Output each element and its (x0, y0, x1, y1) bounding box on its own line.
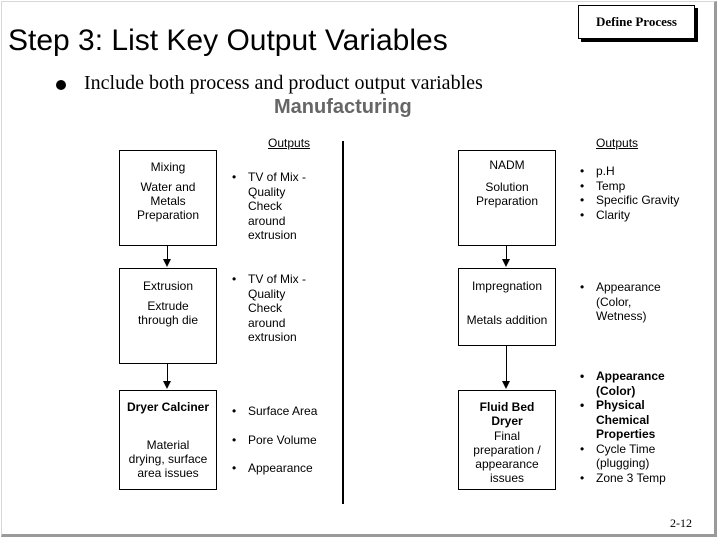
process-desc-line: Metals addition (466, 313, 548, 327)
process-desc-line: Metals (150, 194, 186, 208)
output-item: Cycle Time (plugging) (580, 442, 704, 471)
outputs-dryer-calciner: Surface Area Pore Volume Appearance (232, 404, 342, 476)
output-item: Appearance (Color, Wetness) (580, 280, 700, 324)
process-desc-line: appearance (475, 457, 539, 471)
output-item: Physical Chemical Properties (580, 398, 704, 442)
process-desc-line: preparation / (473, 443, 541, 457)
arrow-down-icon (163, 381, 171, 389)
output-item: Appearance (232, 461, 342, 476)
flow-arrow-line (167, 364, 168, 382)
output-item: Zone 3 Temp (580, 471, 704, 486)
define-process-badge: Define Process (578, 5, 695, 39)
process-name: NADM (489, 158, 525, 172)
output-item: Surface Area (232, 404, 342, 419)
process-desc-line: through die (137, 313, 199, 327)
slide-title: Step 3: List Key Output Variables (8, 24, 448, 57)
process-desc-line: Preparation (136, 208, 200, 222)
process-box-mixing: Mixing Water and Metals Preparation (119, 150, 217, 246)
flow-arrow-line (506, 246, 507, 260)
process-name: Extrusion (142, 279, 194, 293)
process-desc-line: Water and (140, 180, 196, 194)
flow-arrow-line (506, 346, 507, 382)
process-name: Mixing (150, 160, 186, 174)
outputs-nadm: p.H Temp Specific Gravity Clarity (580, 164, 700, 222)
process-desc-line: Material (146, 438, 190, 452)
process-desc-line: drying, surface (128, 452, 208, 466)
subtitle: Manufacturing (274, 96, 412, 118)
process-name-line: Dryer (491, 414, 523, 428)
process-box-extrusion: Extrusion Extrude through die (119, 268, 217, 364)
output-item: p.H (580, 164, 700, 179)
process-desc-line: area issues (137, 466, 199, 480)
arrow-down-icon (502, 381, 510, 389)
arrow-down-icon (163, 259, 171, 267)
outputs-header-left: Outputs (268, 136, 311, 150)
flow-arrow-line (167, 246, 168, 260)
output-item: Temp (580, 179, 700, 194)
process-name-line: Fluid Bed (479, 400, 535, 414)
process-desc-line: issues (489, 471, 524, 485)
page-number: 2-12 (670, 516, 692, 530)
output-item: TV of Mix - Quality Check around extrusi… (232, 170, 332, 243)
output-item: Pore Volume (232, 433, 342, 448)
outputs-header-right: Outputs (596, 136, 639, 150)
arrow-down-icon (502, 259, 510, 267)
process-name: Impregnation (471, 279, 543, 293)
process-box-fluid-bed-dryer: Fluid Bed Dryer Final preparation / appe… (458, 390, 556, 490)
process-desc-line: Extrude (147, 299, 189, 313)
output-item: Appearance (Color) (580, 369, 704, 398)
bullet-dot-icon (56, 80, 66, 90)
process-box-nadm: NADM Solution Preparation (458, 150, 556, 246)
output-item: TV of Mix - Quality Check around extrusi… (232, 272, 332, 345)
bullet-text: Include both process and product output … (84, 72, 483, 94)
process-box-impregnation: Impregnation Metals addition (458, 268, 556, 346)
process-desc-line: Preparation (475, 194, 539, 208)
process-desc-line: Final (493, 429, 520, 443)
outputs-mixing: TV of Mix - Quality Check around extrusi… (232, 170, 332, 243)
process-name: Dryer Calciner (126, 400, 210, 414)
column-divider (342, 141, 344, 504)
outputs-fluid-bed-dryer: Appearance (Color) Physical Chemical Pro… (580, 369, 704, 485)
process-box-dryer-calciner: Dryer Calciner Material drying, surface … (119, 390, 217, 490)
output-item: Clarity (580, 208, 700, 223)
outputs-impregnation: Appearance (Color, Wetness) (580, 280, 700, 324)
process-desc-line: Solution (485, 180, 529, 194)
outputs-extrusion: TV of Mix - Quality Check around extrusi… (232, 272, 332, 345)
output-item: Specific Gravity (580, 193, 700, 208)
